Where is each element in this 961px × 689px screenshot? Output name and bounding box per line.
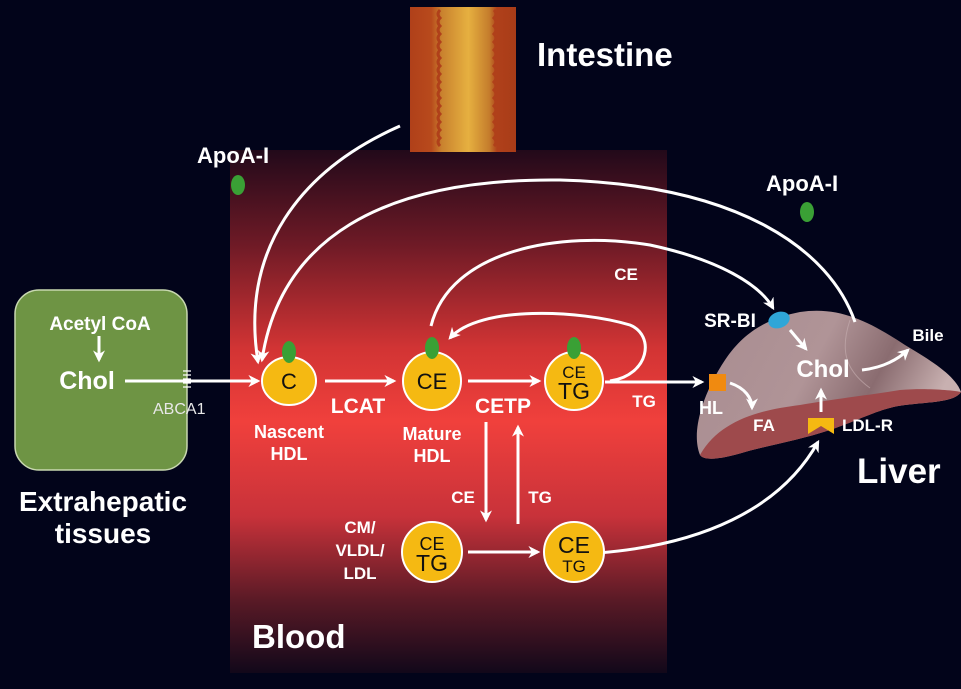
acetyl-coa-label: Acetyl CoA bbox=[49, 314, 151, 335]
cm-core-tg: TG bbox=[416, 550, 448, 576]
arrow-hl-to-fa bbox=[729, 381, 758, 411]
cm-vldl-ldl-particle bbox=[401, 521, 463, 583]
nascent-hdl-label-line1: Nascent bbox=[254, 422, 324, 442]
hdl-ce-tg-particle bbox=[544, 337, 604, 411]
ldl-r-label: LDL-R bbox=[842, 416, 893, 435]
apoa1-free-left bbox=[231, 175, 245, 195]
extrahepatic-label-line1: Extrahepatic bbox=[19, 486, 187, 517]
cm-label-line3: LDL bbox=[343, 564, 376, 583]
arrow-ce-to-srbi bbox=[429, 238, 775, 327]
arrow-loop-to-mature-hdl bbox=[448, 311, 647, 383]
sr-bi-receptor-icon bbox=[768, 311, 790, 329]
sr-bi-label: SR-BI bbox=[704, 311, 756, 332]
nascent-hdl-particle bbox=[261, 341, 317, 406]
apoa1-label-right: ApoA-I bbox=[766, 171, 838, 196]
apoa1-label-left: ApoA-I bbox=[197, 143, 269, 168]
abca1-label: ABCA1 bbox=[153, 401, 206, 418]
arrow-srbi-to-chol bbox=[788, 329, 808, 351]
extrahepatic-chol-label: Chol bbox=[59, 367, 115, 395]
ce-down-label: CE bbox=[451, 488, 475, 507]
lcat-label: LCAT bbox=[331, 395, 386, 418]
apoa1-free-right bbox=[800, 202, 814, 222]
hdl-tg-core-ce: CE bbox=[562, 363, 586, 382]
arrow-intestine-to-nascent-hdl bbox=[250, 124, 401, 365]
ldl-core-ce: CE bbox=[558, 532, 590, 558]
extrahepatic-label-line2: tissues bbox=[55, 518, 152, 549]
fa-label: FA bbox=[753, 416, 775, 435]
nascent-hdl-label-line2: HDL bbox=[271, 444, 308, 464]
hl-label: HL bbox=[699, 398, 723, 418]
bile-label: Bile bbox=[912, 326, 943, 345]
tg-transfer-label: TG bbox=[632, 392, 656, 411]
ldl-core-tg: TG bbox=[562, 557, 586, 576]
arrow-chol-to-bile bbox=[861, 348, 910, 372]
ce-transfer-label: CE bbox=[614, 265, 638, 284]
arrow-ldl-to-ldlr bbox=[597, 439, 820, 555]
cm-label-line1: CM/ bbox=[344, 518, 375, 537]
liver-chol-label: Chol bbox=[796, 356, 849, 383]
liver-label: Liver bbox=[857, 452, 941, 491]
mature-hdl-label-line1: Mature bbox=[402, 424, 461, 444]
intestine-label: Intestine bbox=[537, 36, 673, 73]
ldl-receptor-icon bbox=[808, 418, 834, 434]
blood-compartment bbox=[230, 150, 667, 673]
blood-label: Blood bbox=[252, 618, 345, 655]
flow-arrows bbox=[93, 124, 910, 558]
intestine-graphic bbox=[410, 7, 516, 152]
abca1-transporter-icon bbox=[183, 370, 191, 388]
hdl-tg-core-tg: TG bbox=[558, 378, 590, 404]
cm-core-ce: CE bbox=[419, 534, 444, 554]
arrow-liver-to-nascent-hdl bbox=[257, 178, 857, 363]
mature-hdl-particle bbox=[402, 337, 462, 411]
hepatic-lipase-icon bbox=[709, 374, 726, 391]
ldl-particle bbox=[543, 521, 605, 583]
mature-hdl-core: CE bbox=[417, 369, 448, 394]
nascent-hdl-core: C bbox=[281, 369, 297, 394]
cm-label-line2: VLDL/ bbox=[335, 541, 384, 560]
mature-hdl-label-line2: HDL bbox=[414, 446, 451, 466]
cetp-label: CETP bbox=[475, 395, 531, 418]
tg-up-label: TG bbox=[528, 488, 552, 507]
